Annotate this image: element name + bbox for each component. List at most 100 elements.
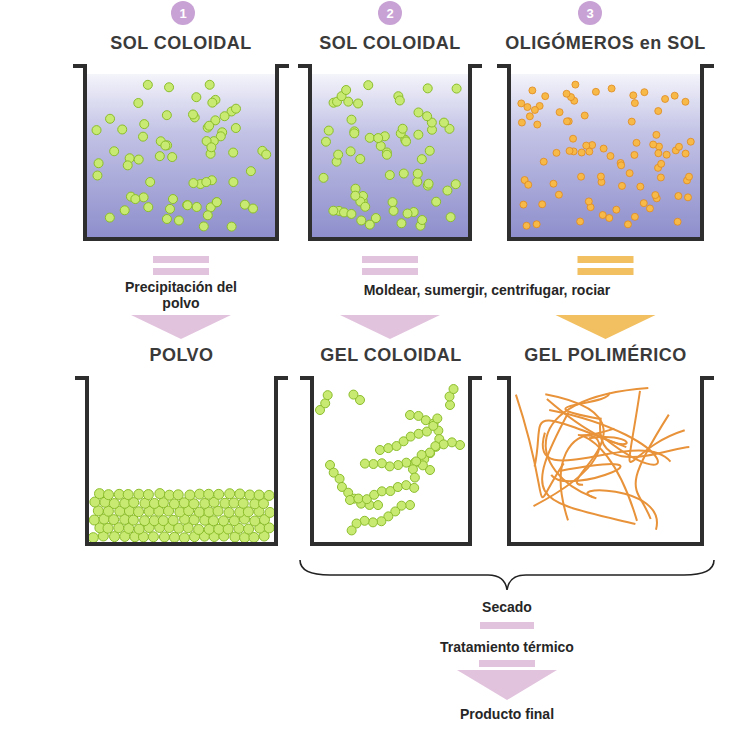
gel-particle [439,440,448,449]
oligomer-particle [684,194,691,201]
colloid-particle [165,204,174,213]
powder-particle [250,516,260,526]
colloid-particle [365,133,374,142]
colloid-particle [105,213,114,222]
arrow-bar [578,256,634,263]
colloid-particle [131,195,140,204]
colloid-particle [123,161,132,170]
powder-particle [88,533,98,543]
arrow-bar [153,268,209,275]
powder-particle [148,532,158,542]
arrow-head [340,315,440,339]
oligomer-particle [653,131,660,138]
powder-particle [123,490,133,500]
colloid-particle [205,80,214,89]
beaker-drawing [73,58,289,243]
oligomer-particle [531,106,538,113]
beaker-title: SOL COLOIDAL [73,30,289,56]
colloid-particle [162,215,171,224]
colloid-particle [334,150,343,159]
beaker: SOL COLOIDAL [73,30,289,243]
gel-particle [377,459,386,468]
step-number: 2 [378,1,402,25]
oligomer-particle [578,149,585,156]
gel-particle [425,448,434,457]
powder-particle [265,507,275,517]
oligomer-particle [652,192,659,199]
oligomer-particle [662,95,669,102]
colloid-particle [146,177,155,186]
powder-particle [238,498,248,508]
gel-particle [384,444,393,453]
colloid-particle [212,198,221,207]
step-label: Tratamiento térmico [437,639,577,655]
polymer-chain [629,391,684,462]
colloid-particle [110,147,119,156]
oligomer-particle [563,90,570,97]
powder-particle [140,516,150,526]
arrow-bar [362,256,418,263]
oligomer-particle [540,158,547,165]
colloid-particle [140,120,149,129]
colloid-particle [385,171,394,180]
gel-particle [377,517,386,526]
colloid-particle [403,209,412,218]
oligomer-particle [550,180,557,187]
oligomer-particle [674,218,681,225]
beaker-outline [298,66,482,239]
process-label: Moldear, sumergir, centrifugar, rociar [361,282,614,298]
beaker-drawing [497,370,714,548]
step-number: 1 [171,1,195,25]
oligomer-particle [577,218,584,225]
powder-particle [173,490,183,500]
gel-particle [347,526,356,535]
gel-particle [360,459,369,468]
colloid-particle [262,150,271,159]
gel-particle [354,494,363,503]
powder-particle [194,524,204,534]
gel-particle [406,411,415,420]
oligomer-particle [682,98,689,105]
colloid-particle [203,211,212,220]
colloid-particle [240,200,249,209]
colloid-particle [139,193,148,202]
colloid-particle [168,153,177,162]
colloid-particle [354,99,363,108]
colloid-particle [418,216,427,225]
colloid-particle [174,216,183,225]
arrow-head [457,670,557,700]
colloid-particle [168,195,177,204]
colloid-particle [350,129,359,138]
powder-particle [149,516,159,526]
brace [300,560,714,590]
polymer-chain [516,395,564,498]
colloid-particle [414,130,423,139]
gel-particle [394,461,403,470]
oligomer-particle [533,221,540,228]
beaker-drawing [298,58,482,243]
polymer-chain [636,415,669,519]
oligomer-particle [526,113,533,120]
colloid-particle [395,96,404,105]
oligomer-particle [566,147,573,154]
beaker-title: GEL POLIMÉRICO [497,342,714,368]
beaker-outline [300,378,482,544]
powder-particle [103,523,113,533]
step-bar [479,660,535,667]
powder-particle [168,515,178,525]
arrow-bar [578,268,634,275]
colloid-particle [329,206,338,215]
colloid-particle [231,124,240,133]
powder-particle [134,489,144,499]
colloid-particle [397,219,406,228]
colloid-particle [324,126,333,135]
colloid-particle [183,201,192,210]
oligomer-particle [597,173,604,180]
gel-particle [323,391,332,400]
colloid-particle [423,112,432,121]
oligomer-particle [641,89,648,96]
powder-particle [264,490,274,500]
colloid-particle [208,98,217,107]
colloid-particle [205,121,214,130]
